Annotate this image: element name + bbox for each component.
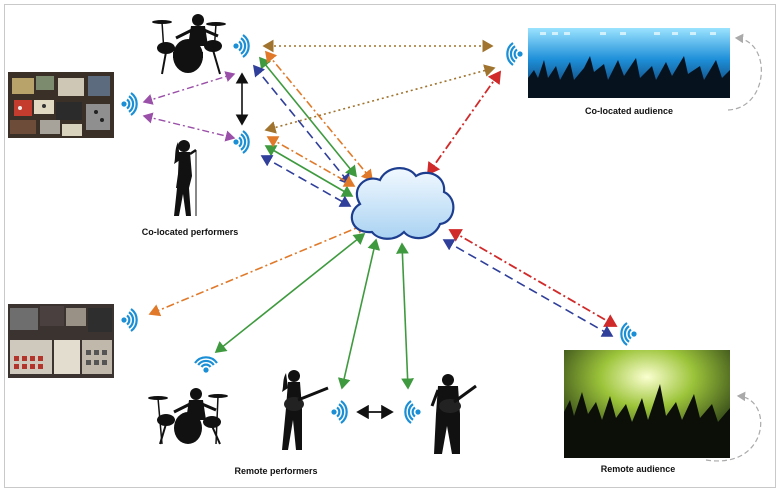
caption-remote-performers: Remote performers: [234, 466, 317, 476]
effects-rack-photo-colocated: [8, 72, 114, 138]
wifi-icon-remote-guitarist: [330, 399, 348, 425]
link-singer-cloud-blue: [260, 155, 352, 207]
effects-rack-photo-remote: [8, 304, 114, 378]
link-rack-drummer: [142, 71, 236, 105]
link-cloud-remote-audience-blue: [442, 239, 614, 337]
wifi-icon-remote-drummer: [193, 356, 219, 374]
loop-remote-audience: [705, 391, 762, 462]
audience-photo-colocated: [528, 28, 730, 98]
drummer-silhouette-remote: [148, 388, 228, 445]
link-cloud-remote-guitarist: [337, 238, 381, 390]
connections: [142, 33, 762, 462]
diagram-frame: [4, 4, 776, 488]
drummer-silhouette-colocated: [152, 14, 226, 75]
wifi-icon-drummer: [232, 33, 250, 59]
link-drummer-cloud-orange: [264, 50, 374, 182]
bassist-silhouette-remote: [430, 374, 477, 454]
network-cloud: [350, 167, 455, 240]
wifi-icon-remote-audience: [620, 321, 638, 347]
wifi-icon-colocated-audience: [506, 41, 524, 67]
link-audience-cloud: [426, 70, 502, 176]
wifi-icon-remote-rack: [120, 307, 138, 333]
wifi-icon-singer: [232, 129, 250, 155]
guitarist-silhouette-remote: [282, 370, 329, 450]
caption-remote-audience: Remote audience: [601, 464, 676, 474]
link-singer-cloud-green: [264, 145, 354, 197]
caption-colocated-audience: Co-located audience: [585, 106, 673, 116]
link-cloud-remote-rack: [148, 221, 368, 317]
link-cloud-remote-audience-red: [448, 229, 618, 327]
link-drummer-cloud-green: [258, 56, 358, 178]
singer-silhouette-colocated: [174, 140, 197, 216]
audience-photo-remote: [564, 350, 730, 458]
link-rack-singer: [142, 112, 236, 142]
wifi-icon-remote-bassist: [404, 399, 422, 425]
link-cloud-remote-drummer: [214, 233, 366, 353]
caption-colocated-performers: Co-located performers: [142, 227, 239, 237]
wifi-icon-colocated-rack: [120, 91, 138, 117]
loop-colocated-audience: [727, 33, 762, 111]
link-cloud-remote-bassist: [396, 242, 414, 390]
link-singer-cloud-orange: [266, 136, 356, 187]
link-singer-audience: [264, 64, 496, 134]
